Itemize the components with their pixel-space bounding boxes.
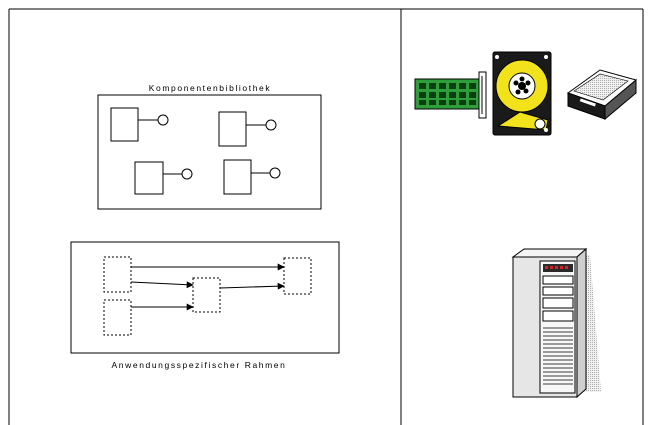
library-component (135, 162, 192, 194)
framework-module (193, 278, 220, 312)
framework-module (104, 300, 131, 335)
library-component (111, 108, 168, 141)
library-component (219, 112, 276, 146)
component-body (219, 112, 246, 146)
component-library-panel: Komponentenbibliothek (98, 83, 321, 209)
framework-panel: Anwendungsspezifischer Rahmen (71, 242, 339, 370)
drive-bay (543, 311, 573, 321)
component-body (135, 162, 163, 194)
component-port (182, 169, 192, 179)
drive-bay (543, 287, 573, 295)
drive-bay (543, 276, 573, 284)
component-port (270, 168, 280, 178)
library-component (224, 160, 280, 194)
component-body (111, 108, 138, 141)
server-vents (543, 328, 573, 384)
framework-module (104, 257, 131, 292)
tape-drive-icon (568, 70, 636, 119)
component-library-title: Komponentenbibliothek (149, 83, 271, 93)
server-top (513, 249, 586, 257)
server-tower-icon (513, 249, 601, 397)
component-body (224, 160, 251, 194)
drive-bay (543, 298, 573, 308)
flow-arrow (220, 286, 284, 288)
component-port (266, 120, 276, 130)
server-side (577, 249, 586, 397)
flow-arrow (131, 282, 193, 285)
framework-title: Anwendungsspezifischer Rahmen (112, 360, 287, 370)
framework-module (284, 258, 311, 294)
memory-module-icon (415, 72, 486, 118)
hard-disk-icon (493, 52, 551, 135)
component-port (158, 115, 168, 125)
